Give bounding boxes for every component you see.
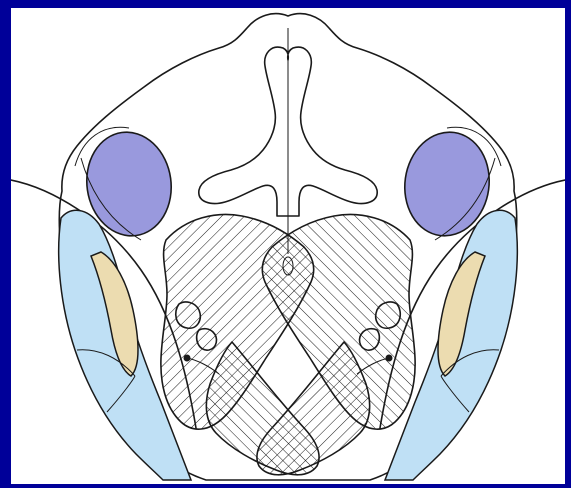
cross-section-diagram [11, 8, 565, 484]
diagram-panel [11, 8, 565, 484]
